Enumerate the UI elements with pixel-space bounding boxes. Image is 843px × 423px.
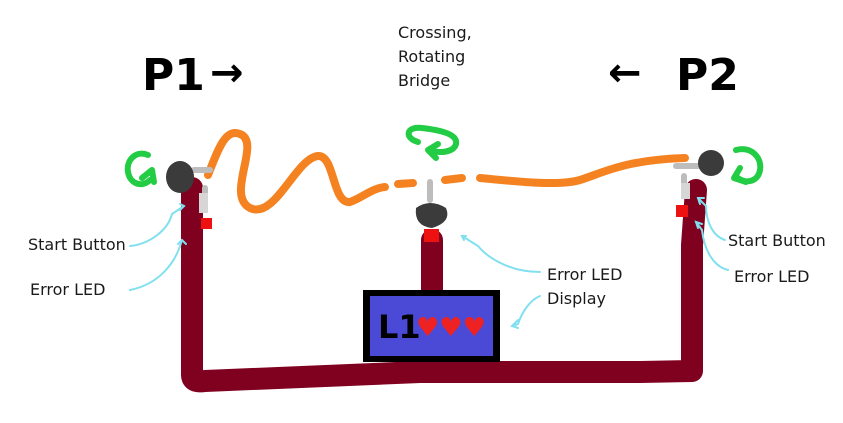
center-rotation-arrow-icon: [405, 124, 460, 161]
right-error-led: [676, 205, 688, 217]
left-motor: [166, 161, 194, 193]
display-level-text: L1: [378, 308, 421, 346]
display-label-line-2: Display: [547, 289, 606, 308]
left-error-led-label: Error LED: [30, 280, 105, 299]
right-start-button: [681, 183, 690, 199]
right-rotation-arrow-icon: [731, 146, 764, 185]
bridge-label-line-1: Crossing,: [398, 23, 472, 42]
player-left-label: P1: [142, 50, 205, 101]
left-rotation-arrow-icon: [124, 150, 157, 188]
right-motor: [698, 150, 724, 176]
bridge-label-line-3: Bridge: [398, 71, 450, 90]
player-left-arrow-icon: →: [210, 50, 244, 96]
display-hearts: ♥♥♥: [416, 313, 486, 343]
right-start-button-label: Start Button: [728, 231, 826, 250]
player-right-label: P2: [676, 50, 739, 101]
wiring: [181, 177, 707, 393]
center-error-led: [424, 229, 439, 242]
bridge-rope-right: [476, 154, 689, 188]
display-label-line-1: Error LED: [547, 265, 622, 284]
bridge-rope-dashes: [394, 174, 466, 188]
bridge-label-line-2: Rotating: [398, 47, 465, 66]
error-led-display: L1 ♥♥♥: [363, 290, 500, 362]
pointer-lines: [129, 197, 729, 329]
right-error-led-label: Error LED: [734, 267, 809, 286]
center-motor: [415, 203, 448, 228]
player-right-arrow-icon: ←: [608, 50, 642, 96]
left-start-button-label: Start Button: [28, 235, 126, 254]
bridge-rope: [204, 129, 389, 214]
left-error-led: [201, 218, 212, 229]
left-start-button: [199, 193, 208, 213]
